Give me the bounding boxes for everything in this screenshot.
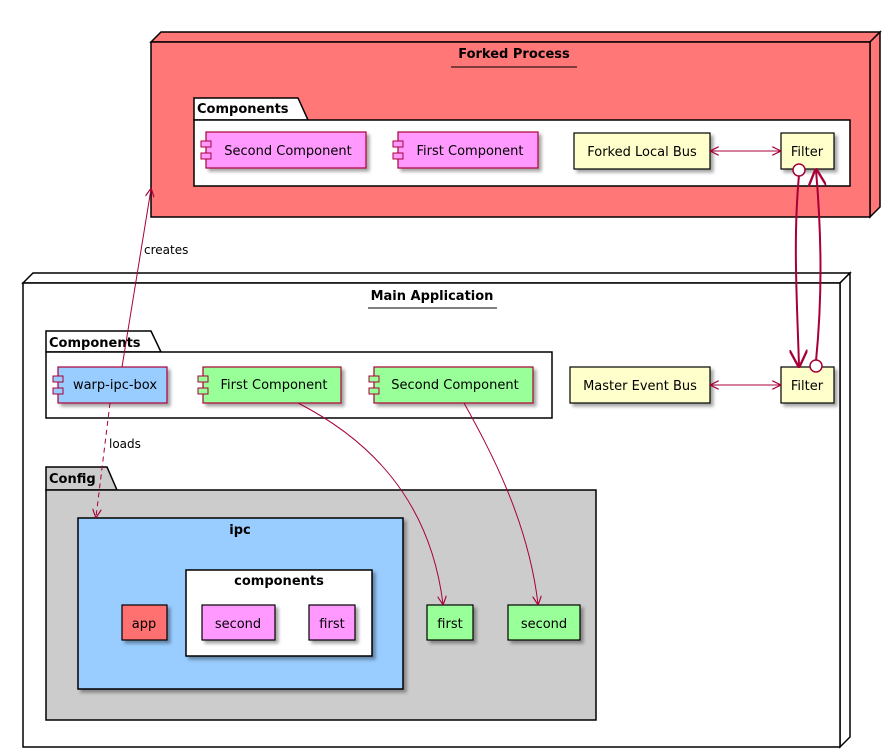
ipc-components-first-box xyxy=(308,604,356,641)
forked-process-title: Forked Process xyxy=(458,47,570,62)
first-component-to-config-first-link xyxy=(297,402,443,604)
component-port-icon xyxy=(392,140,404,148)
master-event-bus[interactable]: Master Event Bus xyxy=(569,366,711,404)
config-first[interactable]: first xyxy=(426,604,474,641)
config-second-label: second xyxy=(521,617,567,632)
ipc-components-folder: components second first xyxy=(185,569,373,657)
forked-first-component[interactable]: First Component xyxy=(392,131,539,169)
creates-connector: creates xyxy=(121,189,188,368)
ipc-folder-title: ipc xyxy=(229,523,250,538)
ipc-folder: ipc app components second f xyxy=(77,517,404,690)
ipc-components-first-label: first xyxy=(319,617,344,632)
forked-second-component[interactable]: Second Component xyxy=(200,131,367,169)
component-port-icon xyxy=(368,375,380,383)
warp-ipc-box-label: warp-ipc-box xyxy=(73,378,157,393)
filter-up-arrow xyxy=(816,170,821,362)
main-application-node-side xyxy=(839,271,851,749)
forked-components-package-title: Components xyxy=(197,102,289,117)
main-second-component-label: Second Component xyxy=(391,378,518,393)
main-filter[interactable]: Filter xyxy=(780,366,835,404)
forked-process-node: Forked Process Components Second Compone… xyxy=(149,30,882,219)
component-port-icon xyxy=(52,375,64,383)
forked-filter-label: Filter xyxy=(791,145,824,160)
config-second[interactable]: second xyxy=(507,604,581,641)
main-filter-label: Filter xyxy=(791,379,824,394)
config-package: Config ipc app components second xyxy=(45,466,597,721)
interface-lollipop-icon xyxy=(792,163,806,177)
loads-connector: loads xyxy=(96,402,141,517)
loads-label: loads xyxy=(109,437,141,451)
component-port-icon xyxy=(368,387,380,395)
component-port-icon xyxy=(52,387,64,395)
main-second-component[interactable]: Second Component xyxy=(368,366,534,404)
main-second-component-box xyxy=(373,366,534,404)
config-second-box xyxy=(507,604,581,641)
interface-lollipop-icon xyxy=(809,359,823,373)
forked-local-bus[interactable]: Forked Local Bus xyxy=(573,132,711,170)
warp-ipc-box-box xyxy=(57,366,168,404)
ipc-app[interactable]: app xyxy=(121,604,168,641)
forked-second-component-box xyxy=(205,131,367,169)
config-first-label: first xyxy=(437,617,462,632)
filter-down-arrow xyxy=(796,174,799,366)
ipc-app-box xyxy=(121,604,168,641)
ipc-components-folder-title: components xyxy=(234,574,324,589)
forked-local-bus-box xyxy=(573,132,711,170)
main-filter-to-forked-filter-link xyxy=(809,170,823,373)
component-port-icon xyxy=(197,375,209,383)
main-application-title: Main Application xyxy=(371,289,494,304)
component-port-icon xyxy=(200,152,212,160)
loads-arrow xyxy=(96,402,111,517)
config-package-title: Config xyxy=(49,472,96,487)
ipc-components-second-box xyxy=(201,604,276,641)
ipc-components-second[interactable]: second xyxy=(201,604,276,641)
forked-first-component-label: First Component xyxy=(417,144,524,159)
forked-filter-box xyxy=(780,132,835,170)
creates-label: creates xyxy=(144,243,188,257)
main-first-component-label: First Component xyxy=(221,378,328,393)
ipc-components-second-label: second xyxy=(215,617,261,632)
creates-arrow xyxy=(121,189,151,368)
main-application-node: Main Application Components warp-ipc-box… xyxy=(21,271,852,749)
component-port-icon xyxy=(200,140,212,148)
forked-second-component-label: Second Component xyxy=(224,144,351,159)
forked-process-node-top xyxy=(149,31,882,43)
master-event-bus-box xyxy=(569,366,711,404)
warp-ipc-box-component[interactable]: warp-ipc-box xyxy=(52,366,168,404)
forked-first-component-box xyxy=(397,131,539,169)
main-first-component-box xyxy=(202,366,342,404)
main-first-component[interactable]: First Component xyxy=(197,366,342,404)
ipc-app-label: app xyxy=(132,617,156,632)
forked-process-node-side xyxy=(869,30,881,219)
main-filter-box xyxy=(780,366,835,404)
component-port-icon xyxy=(197,387,209,395)
main-components-package-title: Components xyxy=(49,336,141,351)
ipc-components-first[interactable]: first xyxy=(308,604,356,641)
forked-local-bus-label: Forked Local Bus xyxy=(587,145,697,160)
forked-filter-to-main-filter-link xyxy=(792,163,806,366)
second-component-to-config-second-link xyxy=(463,402,538,604)
config-first-box xyxy=(426,604,474,641)
master-event-bus-label: Master Event Bus xyxy=(583,379,697,394)
component-port-icon xyxy=(392,152,404,160)
main-application-node-top xyxy=(21,272,852,284)
forked-filter[interactable]: Filter xyxy=(780,132,835,170)
